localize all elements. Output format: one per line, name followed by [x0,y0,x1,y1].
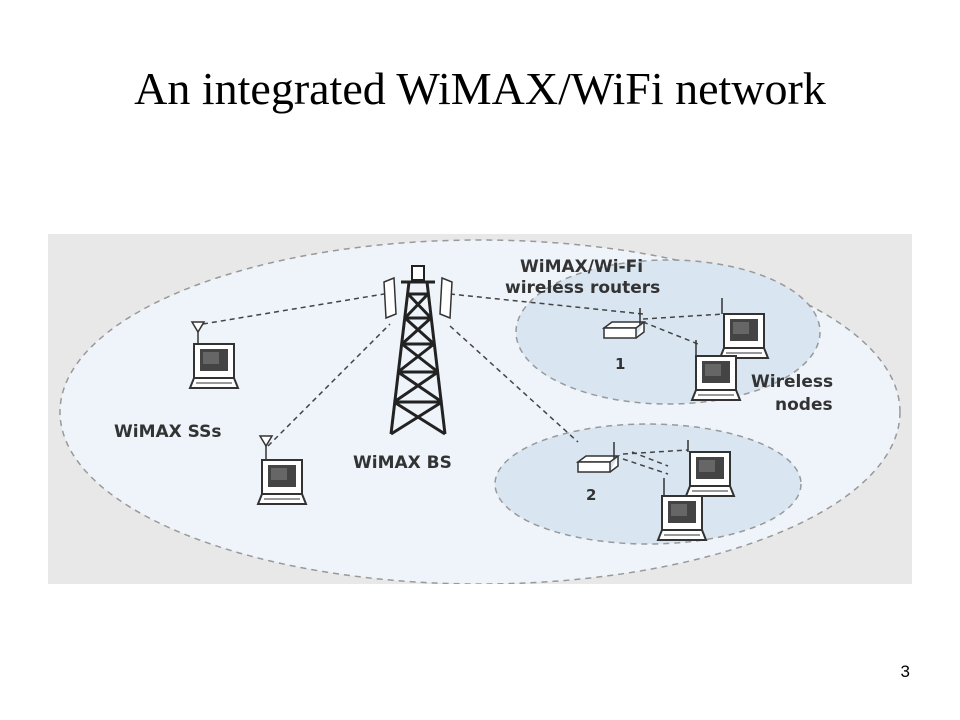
laptop-icon [691,340,741,401]
laptop-icon [685,440,735,497]
wimax-ss-laptop-1 [189,321,239,389]
slide-title: An integrated WiMAX/WiFi network [134,63,826,114]
wimax-ss-laptop-2 [257,435,307,505]
laptop-icon [719,298,769,359]
routers-label-line2: wireless routers [505,278,660,298]
wireless-links [202,293,725,475]
wireless-nodes-label-line1: Wireless [751,372,833,392]
laptop-icon [657,478,707,541]
subscriber-stations-label: WiMAX SSs [114,422,222,442]
antenna-icon [383,276,453,320]
router-1-label: 1 [615,355,625,373]
routers-label-line1: WiMAX/Wi-Fi [520,257,643,277]
wifi-cell-1 [515,259,821,405]
router-2-label: 2 [586,486,596,504]
tower-icon [389,265,447,436]
slide-number: 3 [900,662,910,681]
base-station-label: WiMAX BS [353,453,452,473]
wifi-cell-2 [494,423,802,545]
wireless-nodes-label-line2: nodes [775,395,833,415]
network-diagram: WiMAX/Wi-Fi wireless routers WiMAX SSs W… [48,234,912,584]
